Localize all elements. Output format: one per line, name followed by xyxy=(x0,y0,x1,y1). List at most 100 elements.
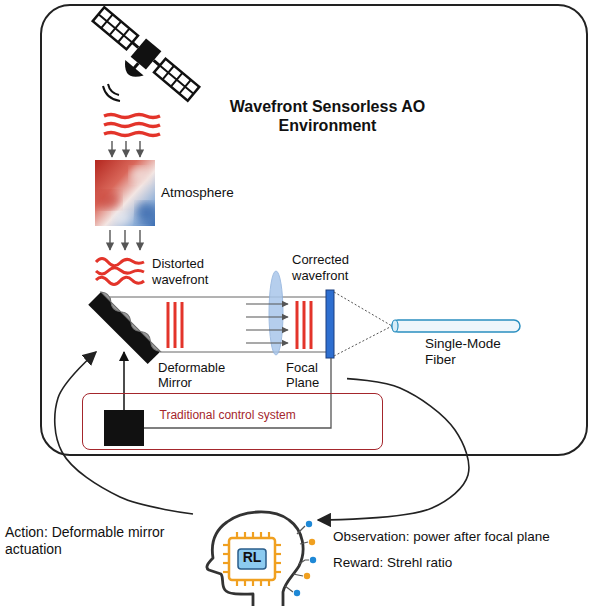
circuit-trace xyxy=(285,586,293,592)
circuit-dot xyxy=(309,539,315,545)
satellite-icon xyxy=(81,5,201,115)
propagation-arrows-part xyxy=(139,230,140,250)
edge-label: Observation: power after focal plane xyxy=(333,529,550,545)
propagation-arrows xyxy=(112,141,140,157)
text-label-box: Reward: Strehl ratio xyxy=(333,553,452,571)
satellite-icon-part xyxy=(93,7,138,49)
reflected-wavefront xyxy=(168,302,182,348)
edge-label: Action: Deformable mirror actuation xyxy=(5,524,165,558)
atmosphere-image-part xyxy=(130,167,150,183)
beam-arrows-part xyxy=(246,329,288,330)
reflected-wavefront-part xyxy=(174,302,177,348)
chip-core xyxy=(238,549,266,569)
node-label: Single-Mode Fiber xyxy=(425,336,523,368)
node-label: Focal Plane xyxy=(286,360,344,391)
propagation-arrows-part xyxy=(125,141,126,157)
propagation-arrows-part xyxy=(111,141,112,157)
focus-cone xyxy=(334,292,392,356)
satellite-icon-part xyxy=(154,59,199,101)
corrected-wavefront xyxy=(297,301,311,349)
satellite-icon-part xyxy=(93,7,138,49)
single-mode-fiber-part xyxy=(392,320,398,332)
atmosphere-image-part xyxy=(136,202,155,222)
satellite-icon-part xyxy=(119,60,143,82)
edge-label-box: Action: Deformable mirror actuation xyxy=(5,524,165,558)
text-label: Reward: Strehl ratio xyxy=(333,555,452,571)
frame-title: Wavefront Sensorless AO Environment xyxy=(200,98,455,136)
text-label-box: Corrected wavefront xyxy=(292,252,362,284)
circuit-dot xyxy=(310,557,316,563)
signal-waves xyxy=(103,84,120,101)
circuit-trace xyxy=(297,526,305,534)
text-label: Corrected wavefront xyxy=(292,252,362,283)
circuit-traces xyxy=(285,521,316,596)
atmosphere-image-part xyxy=(96,191,120,209)
circuit-trace xyxy=(300,542,308,544)
beam-arrows xyxy=(246,304,288,343)
atmosphere-image-part xyxy=(95,160,155,226)
plane-wave-part xyxy=(104,133,160,136)
signal-waves-part xyxy=(108,84,119,95)
actuation-arrow xyxy=(123,352,125,410)
beam-arrows-part xyxy=(246,303,288,304)
deformable-mirror-part xyxy=(99,290,163,354)
satellite-icon-part xyxy=(134,63,138,68)
focus-cone-part xyxy=(334,292,392,326)
circuit-trace xyxy=(293,574,303,576)
plane-wave xyxy=(104,115,160,136)
propagation-arrows-part xyxy=(124,230,125,250)
text-label: Distorted wavefront xyxy=(152,256,222,287)
signal-waves-part xyxy=(103,86,120,101)
focus-cone-part xyxy=(334,326,392,356)
satellite-icon-part xyxy=(131,38,162,69)
corrected-wavefront-part xyxy=(296,301,299,349)
chip-pins xyxy=(223,532,281,586)
edge-label-box: Observation: power after focal plane xyxy=(333,527,550,545)
single-mode-fiber xyxy=(392,320,520,332)
propagation-arrows-part xyxy=(109,230,110,250)
corrected-wavefront-part xyxy=(303,301,306,349)
distorted-wavefront-part xyxy=(96,268,144,274)
propagation-arrows xyxy=(110,230,140,250)
deformable-mirror xyxy=(88,290,162,364)
distorted-wavefront-part xyxy=(96,259,144,266)
distorted-wavefront-part xyxy=(96,277,144,284)
head-outline xyxy=(207,512,303,606)
atmosphere-image-part xyxy=(113,212,131,224)
text-label-box: Distorted wavefront xyxy=(152,256,222,288)
rl-agent: RL xyxy=(193,508,318,608)
focal-plane-bar xyxy=(326,290,334,358)
atmosphere-node: Atmosphere xyxy=(95,160,240,226)
satellite-icon-part xyxy=(154,59,199,101)
corrected-wavefront-part xyxy=(310,301,313,349)
agent-label: RL xyxy=(238,549,266,566)
circuit-dot xyxy=(304,573,310,579)
environment-frame: Wavefront Sensorless AO EnvironmentAtmos… xyxy=(40,4,588,456)
single-mode-fiber-part xyxy=(392,320,520,332)
beam-outline-part xyxy=(160,352,326,353)
beam-outline-part xyxy=(106,297,326,298)
circuit-trace xyxy=(299,560,309,564)
fiber-node: Single-Mode Fiber xyxy=(388,316,526,372)
plane-wave-part xyxy=(104,124,160,127)
propagation-arrows-part xyxy=(139,141,140,157)
plane-wave-part xyxy=(104,115,160,118)
distorted-wavefront xyxy=(96,259,144,285)
circuit-dot xyxy=(294,590,300,596)
atmosphere-image xyxy=(95,160,155,226)
control-system-box: Traditional control system xyxy=(82,393,383,450)
node-label: Atmosphere xyxy=(161,185,234,201)
circuit-dot xyxy=(306,521,312,527)
controller-block xyxy=(104,410,144,446)
node-label: Traditional control system xyxy=(160,408,296,422)
chip xyxy=(229,538,275,580)
node-label: Deformable Mirror xyxy=(158,360,242,391)
beam-arrows-part xyxy=(246,342,288,343)
mirror-node: Deformable Mirror xyxy=(96,286,245,393)
reflected-wavefront-part xyxy=(167,302,170,348)
reflected-wavefront-part xyxy=(181,302,184,348)
